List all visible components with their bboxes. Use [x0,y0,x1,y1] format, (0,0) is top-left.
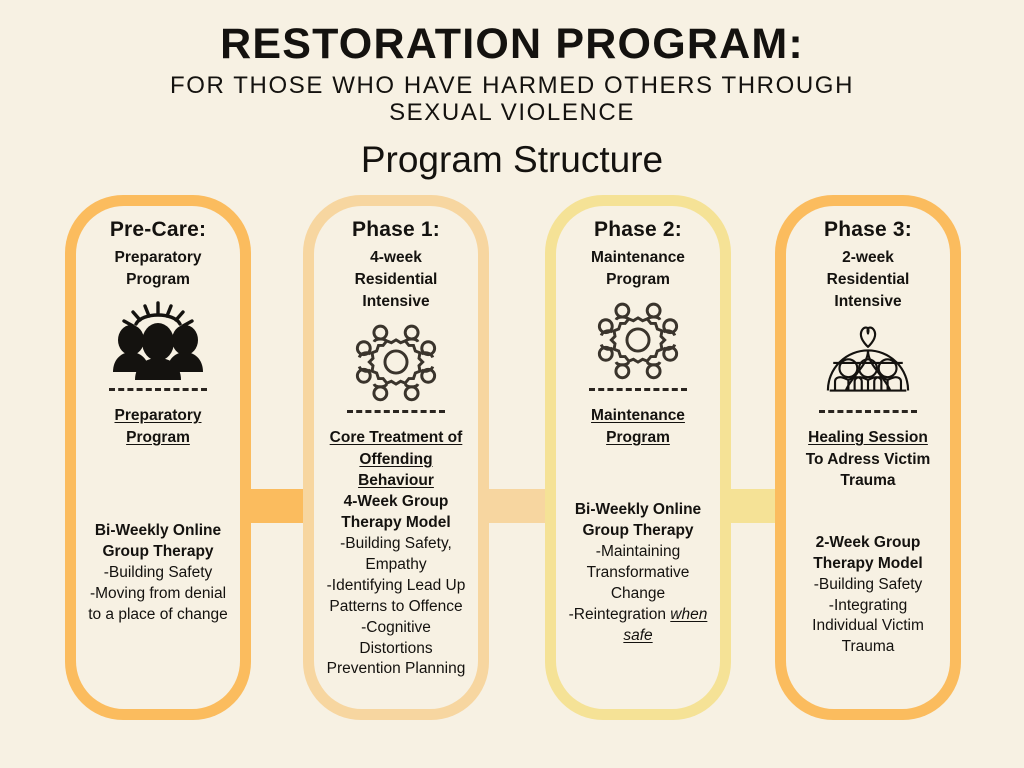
page-subtitle-line2: SEXUAL VIOLENCE [389,99,635,127]
gear-network-icon [592,298,684,382]
header: RESTORATION PROGRAM: FOR THOSE WHO HAVE … [0,0,1024,181]
card-title-phase-1: Phase 1: [352,218,440,241]
section-title: Program Structure [360,138,664,180]
page-subtitle-line1: FOR THOSE WHO HAVE HARMED OTHERS THROUGH [169,72,855,100]
card-divider [347,410,445,413]
card-title-phase-2: Phase 2: [594,218,682,241]
card-divider [109,388,207,391]
page-subtitle: FOR THOSE WHO HAVE HARMED OTHERS THROUGH… [0,72,1024,127]
group-of-people-icon [109,298,207,382]
card-divider [819,410,917,413]
community-heart-icon [818,320,918,404]
gear-network-icon [350,320,442,404]
page-title: RESTORATION PROGRAM: [220,20,804,68]
card-title-phase-3: Phase 3: [824,218,912,241]
card-title-pre-care: Pre-Care: [109,218,207,241]
card-divider [589,388,687,391]
